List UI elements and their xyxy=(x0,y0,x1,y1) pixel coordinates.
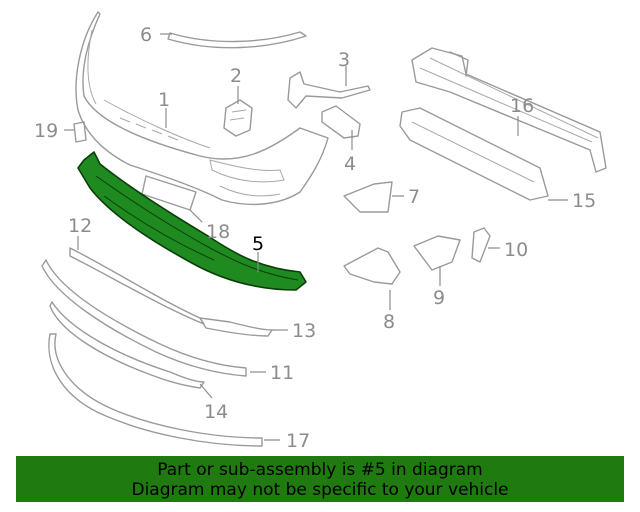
part-2-bracket[interactable] xyxy=(223,99,253,137)
part-5-lower-cover-highlighted[interactable] xyxy=(77,151,307,291)
callout-13: 13 xyxy=(292,320,316,342)
part-7-fog-bracket[interactable] xyxy=(343,181,393,213)
callout-labels: 6 2 3 1 4 16 19 7 15 18 5 10 12 9 8 13 1… xyxy=(34,24,596,452)
part-6-upper-molding[interactable] xyxy=(167,31,307,49)
part-19-clip[interactable] xyxy=(73,121,87,143)
part-13-bezel[interactable] xyxy=(199,317,273,337)
part-4-support[interactable] xyxy=(321,105,361,139)
callout-4: 4 xyxy=(344,153,356,175)
part-3-bracket-arm[interactable] xyxy=(287,71,371,109)
part-10-clip[interactable] xyxy=(471,227,491,263)
banner-line-2: Diagram may not be specific to your vehi… xyxy=(131,480,509,500)
callout-12: 12 xyxy=(68,215,92,237)
callout-17: 17 xyxy=(286,430,310,452)
part-8-lamp-housing[interactable] xyxy=(343,247,401,285)
callout-10: 10 xyxy=(504,239,528,261)
parts-diagram: 6 2 3 1 4 16 19 7 15 18 5 10 12 9 8 13 1… xyxy=(34,11,607,452)
callout-7: 7 xyxy=(408,186,420,208)
callout-6: 6 xyxy=(140,24,152,46)
callout-18: 18 xyxy=(206,221,230,243)
callout-15: 15 xyxy=(572,190,596,212)
part-14-skid-plate[interactable] xyxy=(49,301,205,389)
leader-lines xyxy=(64,33,568,441)
part-11-lower-molding[interactable] xyxy=(41,259,247,377)
callout-3: 3 xyxy=(338,49,350,71)
callout-14: 14 xyxy=(204,401,228,423)
part-15-energy-absorber[interactable] xyxy=(399,107,549,201)
info-banner: Part or sub-assembly is #5 in diagram Di… xyxy=(16,456,624,502)
callout-16: 16 xyxy=(510,95,534,117)
callout-1: 1 xyxy=(158,89,170,111)
callout-5: 5 xyxy=(252,233,264,255)
banner-line-1: Part or sub-assembly is #5 in diagram xyxy=(157,460,483,480)
callout-8: 8 xyxy=(383,311,395,333)
callout-11: 11 xyxy=(270,362,294,384)
callout-9: 9 xyxy=(433,287,445,309)
part-16-reinforcement-beam[interactable] xyxy=(411,47,607,173)
callout-2: 2 xyxy=(230,65,242,87)
callout-19: 19 xyxy=(34,120,58,142)
part-1-bumper-cover[interactable] xyxy=(75,11,329,206)
part-9-bezel[interactable] xyxy=(413,235,461,271)
part-17-bottom-lip[interactable] xyxy=(48,333,263,447)
